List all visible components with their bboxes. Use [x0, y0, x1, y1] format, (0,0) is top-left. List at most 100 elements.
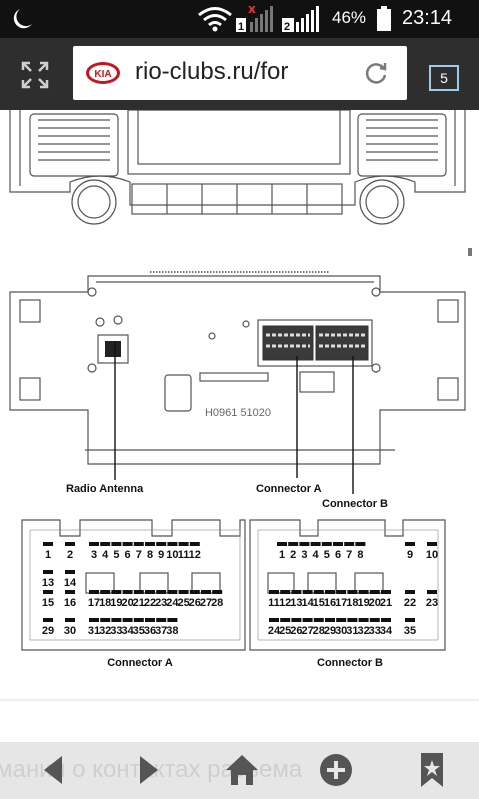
connector-b-pin-4: 4	[313, 549, 320, 561]
connector-b-pin-18: 18	[346, 597, 358, 609]
pin-marker	[133, 542, 144, 546]
connector-a-pin-33: 33	[110, 625, 122, 637]
pin-marker	[43, 542, 53, 546]
pin-marker	[369, 590, 380, 594]
pin-marker	[43, 590, 53, 594]
connector-a-pin-17: 17	[88, 597, 100, 609]
connector-b-pin-23: 23	[426, 597, 438, 609]
connector-a-pin-36: 36	[144, 625, 156, 637]
pin-marker	[347, 590, 358, 594]
connector-a-pin-7: 7	[136, 549, 142, 561]
pin-marker	[427, 590, 437, 594]
battery-icon	[377, 6, 391, 31]
pin-marker	[291, 618, 302, 622]
pin-marker	[167, 542, 178, 546]
connector-a-pin-22: 22	[144, 597, 156, 609]
pin-marker	[111, 542, 122, 546]
connector-a-pin-34: 34	[121, 625, 134, 637]
connector-b-pin-35: 35	[404, 625, 416, 637]
connector-a-pin-4: 4	[102, 549, 109, 561]
wiring-diagram: H0961 51020 Radio Antenna Connector A Co…	[0, 110, 479, 701]
fullscreen-icon[interactable]	[20, 60, 50, 90]
connector-b-pin-26: 26	[290, 625, 302, 637]
connector-b-pin-30: 30	[335, 625, 347, 637]
pin-marker	[145, 618, 155, 622]
browser-toolbar: KIA rio-clubs.ru/for 5	[0, 38, 479, 110]
pin-marker	[381, 590, 391, 594]
connector-a-title: Connector A	[107, 657, 173, 669]
pin-marker	[100, 590, 111, 594]
pin-marker	[100, 542, 111, 546]
label-connector-a: Connector A	[256, 483, 322, 495]
connector-a-pin-31: 31	[88, 625, 100, 637]
pin-marker	[111, 590, 122, 594]
connector-b-pin-15: 15	[313, 597, 325, 609]
pin-marker	[43, 618, 53, 622]
connector-b-pin-34: 34	[380, 625, 393, 637]
pin-marker	[302, 590, 313, 594]
connector-b-pin-19: 19	[357, 597, 369, 609]
pin-marker	[336, 590, 347, 594]
forward-icon[interactable]	[128, 750, 168, 790]
pin-marker	[122, 618, 133, 622]
pin-marker	[358, 618, 369, 622]
connector-a-pin-10: 10	[166, 549, 178, 561]
page-content: H0961 51020 Radio Antenna Connector A Co…	[0, 110, 479, 742]
head-unit-front	[9, 110, 472, 256]
pin-marker	[189, 542, 200, 546]
pin-marker	[122, 542, 133, 546]
pin-marker	[369, 618, 380, 622]
sim1-label: 1	[238, 21, 244, 33]
back-icon[interactable]	[34, 750, 74, 790]
connector-a-pin-8: 8	[147, 549, 153, 561]
reload-icon[interactable]	[363, 60, 389, 86]
url-field[interactable]: KIA rio-clubs.ru/for	[73, 46, 407, 100]
pin-marker	[201, 590, 211, 594]
connector-a-pin-38: 38	[166, 625, 178, 637]
signal-icon: 1 x 2	[236, 4, 319, 33]
connector-b-pin-33: 33	[369, 625, 381, 637]
connector-a-pin-13: 13	[42, 577, 54, 589]
pin-marker	[145, 542, 155, 546]
connector-b-pin-5: 5	[324, 549, 330, 561]
pin-marker	[381, 618, 391, 622]
app-icon	[13, 9, 33, 29]
pin-marker	[310, 542, 321, 546]
connector-a-pin-26: 26	[189, 597, 201, 609]
bookmark-icon[interactable]	[412, 750, 452, 790]
connector-b-pin-17: 17	[335, 597, 347, 609]
label-radio-antenna: Radio Antenna	[66, 483, 144, 495]
head-unit-rear: H0961 51020	[9, 271, 466, 494]
pin-marker	[321, 542, 332, 546]
connector-a-pin-1: 1	[45, 549, 51, 561]
pin-marker	[111, 618, 122, 622]
connector-a-pin-20: 20	[121, 597, 133, 609]
connector-a-pin-37: 37	[155, 625, 167, 637]
pin-marker	[280, 590, 291, 594]
connector-a-pin-25: 25	[177, 597, 189, 609]
add-tab-icon[interactable]	[316, 750, 356, 790]
tabs-icon[interactable]: 5	[429, 65, 459, 91]
connector-a-pin-12: 12	[189, 549, 201, 561]
pin-marker	[288, 542, 299, 546]
status-bar: 1 x 2 46% 23:14	[0, 0, 479, 38]
connector-b-pin-14: 14	[301, 597, 314, 609]
kia-logo-icon: KIA	[86, 62, 120, 84]
connector-b-pin-7: 7	[346, 549, 352, 561]
home-icon[interactable]	[222, 750, 262, 790]
connector-b-title: Connector B	[317, 657, 383, 669]
pin-marker	[427, 542, 437, 546]
pin-marker	[167, 590, 178, 594]
connector-a-pin-18: 18	[99, 597, 111, 609]
connector-b-pin-27: 27	[301, 625, 313, 637]
connector-b-pin-2: 2	[290, 549, 296, 561]
connector-a-pin-30: 30	[64, 625, 76, 637]
pin-marker	[133, 618, 144, 622]
pin-marker	[178, 542, 189, 546]
pin-marker	[212, 590, 223, 594]
connector-a-pin-5: 5	[113, 549, 119, 561]
connector-a-pin-32: 32	[99, 625, 111, 637]
pin-marker	[405, 590, 415, 594]
connector-b-pin-29: 29	[324, 625, 336, 637]
pin-marker	[355, 542, 366, 546]
